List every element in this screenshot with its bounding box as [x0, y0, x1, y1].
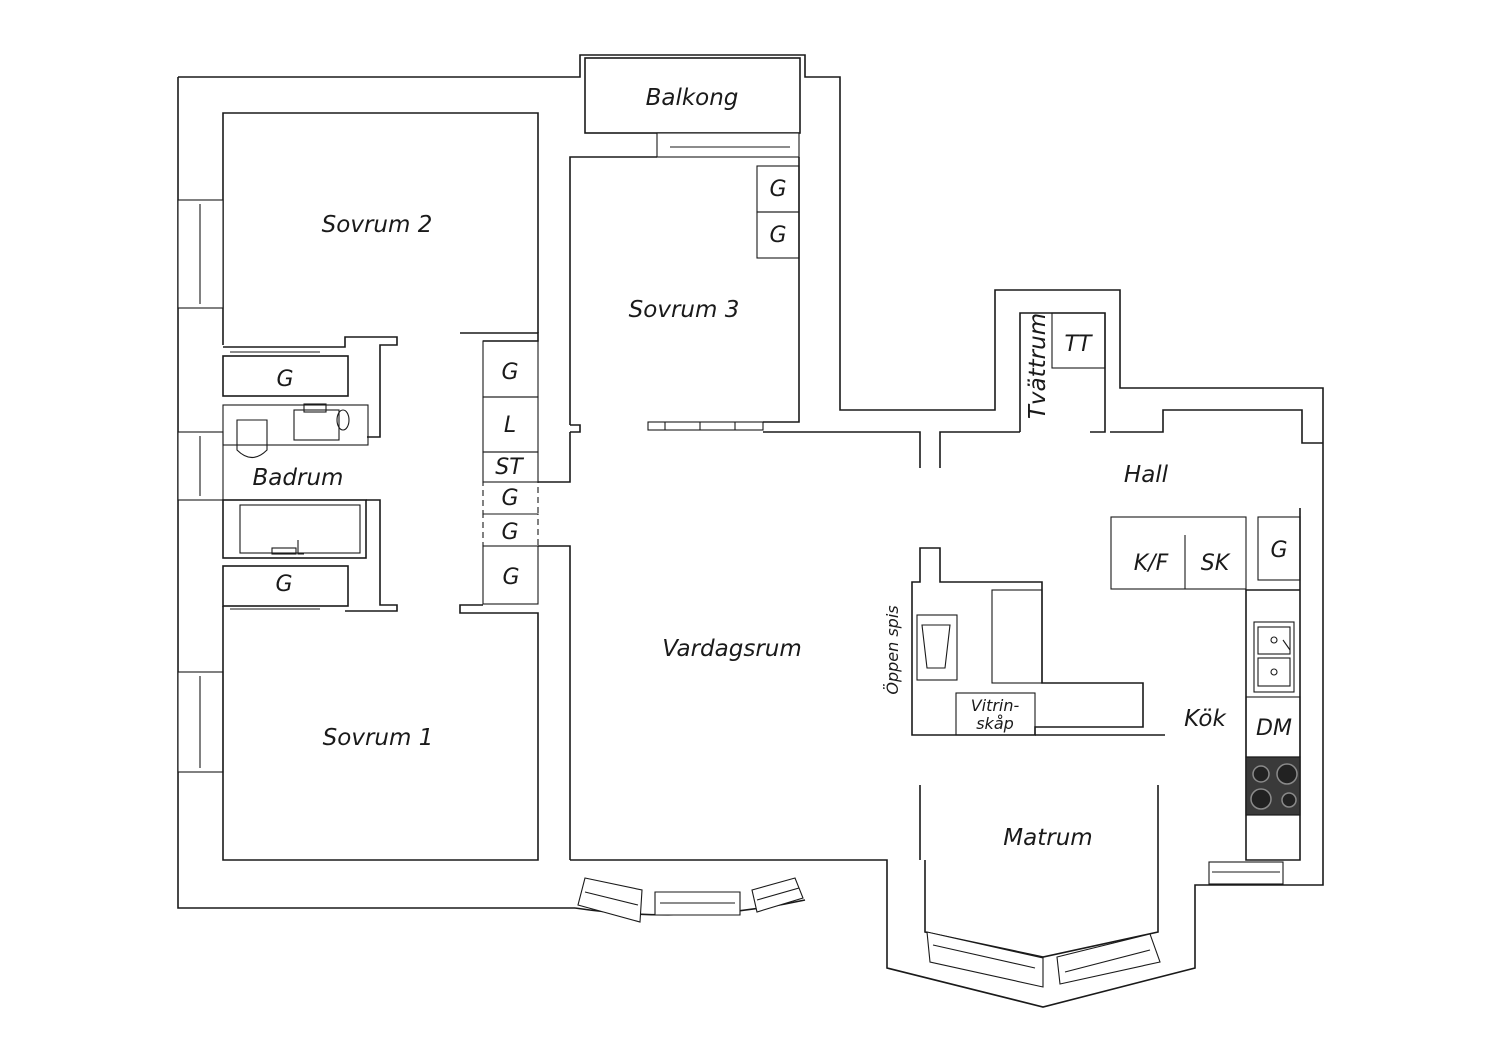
- label-g-bedroom1: G: [275, 572, 292, 597]
- fireplace-area: [911, 547, 1165, 736]
- room-matrum: [919, 785, 1161, 988]
- label-g-column-2: G: [501, 486, 518, 511]
- label-kf: K/F: [1134, 551, 1169, 576]
- label-vitrin: Vitrin-: [971, 696, 1020, 715]
- room-sovrum-2: [222, 112, 539, 438]
- label-vardagsrum: Vardagsrum: [662, 636, 802, 662]
- label-matrum: Matrum: [1003, 825, 1092, 851]
- label-badrum: Badrum: [253, 465, 344, 491]
- room-sovrum-1: [222, 565, 539, 861]
- room-kok: [1110, 508, 1301, 885]
- room-labels: Balkong Sovrum 2 Sovrum 3 Badrum Sovrum …: [253, 85, 1228, 851]
- label-st-column: ST: [495, 455, 524, 480]
- label-sk: SK: [1201, 551, 1231, 576]
- label-dm: DM: [1256, 716, 1292, 741]
- label-g-kitchen: G: [1270, 538, 1287, 563]
- room-tvattrum: [1019, 312, 1106, 433]
- room-sovrum-3: [569, 156, 1020, 468]
- label-g-column-3: G: [501, 520, 518, 545]
- label-g-sovrum3-2: G: [769, 223, 786, 248]
- wardrobe-column: [460, 332, 571, 860]
- label-g-bedroom2: G: [276, 367, 293, 392]
- left-windows: [177, 199, 224, 773]
- label-g-column-1: G: [501, 360, 518, 385]
- label-tt: TT: [1065, 332, 1093, 357]
- label-g-sovrum3-1: G: [769, 177, 786, 202]
- label-balkong: Balkong: [646, 85, 739, 111]
- label-oppen-spis: Öppen spis: [883, 605, 902, 694]
- living-windows: [577, 877, 804, 923]
- label-sovrum-3: Sovrum 3: [629, 297, 740, 323]
- room-badrum: [222, 403, 398, 612]
- label-g-column-4: G: [502, 565, 519, 590]
- label-sovrum-2: Sovrum 2: [322, 212, 433, 238]
- label-hall: Hall: [1124, 462, 1169, 488]
- label-skap: skåp: [976, 714, 1014, 733]
- label-tvattrum: Tvättrum: [1025, 313, 1051, 419]
- label-l-column: L: [504, 413, 516, 438]
- room-hall: [1110, 409, 1323, 444]
- label-kok: Kök: [1184, 706, 1227, 732]
- label-sovrum-1: Sovrum 1: [323, 725, 434, 751]
- outer-walls: [177, 54, 1324, 1008]
- fixture-labels: G G G L ST G G G G G TT K/F SK G DM Öppe…: [275, 177, 1292, 741]
- balcony: [584, 57, 801, 158]
